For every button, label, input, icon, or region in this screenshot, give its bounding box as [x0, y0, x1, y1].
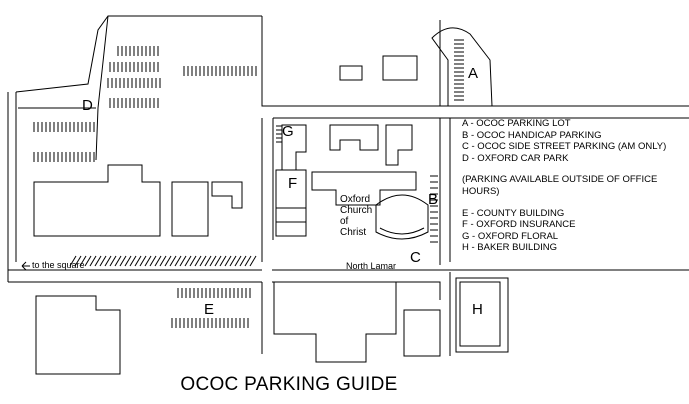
- parking-stall: [74, 255, 82, 267]
- parking-stall: [164, 255, 172, 267]
- church-dome: [375, 194, 429, 240]
- parking-stall: [124, 255, 132, 267]
- building-e-area: [35, 295, 121, 375]
- parking-stall: [189, 255, 197, 267]
- parking-stall: [109, 255, 117, 267]
- parking-stall: [104, 255, 112, 267]
- marker-g: G: [282, 123, 294, 140]
- legend-item-h: H - BAKER BUILDING: [462, 242, 558, 254]
- marker-h: H: [472, 301, 483, 318]
- parking-stall: [84, 255, 92, 267]
- parking-stall: [79, 255, 87, 267]
- street-lines: [7, 16, 689, 356]
- parking-stall: [174, 255, 182, 267]
- marker-b: B: [428, 191, 439, 208]
- church-label-line-2: Church: [340, 205, 373, 216]
- legend-note: (PARKING AVAILABLE OUTSIDE OF OFFICE HOU…: [462, 174, 658, 197]
- parking-stall: [89, 255, 97, 267]
- legend-item-c: C - OCOC SIDE STREET PARKING (AM ONLY): [462, 141, 667, 153]
- legend: A - OCOC PARKING LOT B - OCOC HANDICAP P…: [462, 118, 666, 254]
- church-block-building-2: [329, 124, 379, 151]
- church-label: Oxford Church of Christ: [340, 194, 372, 238]
- church-label-line-3: of: [340, 216, 349, 227]
- parking-stall: [69, 255, 77, 267]
- building-top-1: [382, 55, 418, 81]
- parking-stall: [184, 255, 192, 267]
- to-the-square-label: to the square: [32, 260, 85, 270]
- parking-stall: [149, 255, 157, 267]
- parking-stall: [214, 255, 222, 267]
- marker-a: A: [468, 65, 479, 82]
- building-small-left-2: [211, 181, 243, 209]
- legend-item-a: A - OCOC PARKING LOT: [462, 118, 571, 129]
- parking-stall: [249, 255, 257, 267]
- parking-stall: [94, 255, 102, 267]
- legend-item-b: B - OCOC HANDICAP PARKING: [462, 129, 602, 141]
- parking-stall: [114, 255, 122, 267]
- parking-stall: [169, 255, 177, 267]
- legend-item-d: D - OXFORD CAR PARK: [462, 152, 569, 164]
- street-label-north-lamar: North Lamar: [346, 261, 397, 271]
- parking-stall: [224, 255, 232, 267]
- parking-stall: [219, 255, 227, 267]
- legend-item-e: E - COUNTY BUILDING: [462, 207, 565, 219]
- building-bottom-right: [403, 309, 441, 357]
- church-block-building-3: [385, 124, 413, 166]
- parking-stall: [199, 255, 207, 267]
- building-f: [275, 169, 307, 237]
- parking-stall: [209, 255, 217, 267]
- parking-stall: [239, 255, 247, 267]
- parking-stall: [134, 255, 142, 267]
- parking-stall: [144, 255, 152, 267]
- marker-c: C: [410, 249, 421, 266]
- marker-d: D: [82, 97, 93, 114]
- parking-stall: [119, 255, 127, 267]
- marker-e: E: [204, 301, 215, 318]
- map-title: OCOC PARKING GUIDE: [180, 374, 398, 395]
- parking-stall: [154, 255, 162, 267]
- building-top-2: [339, 65, 363, 81]
- parking-stall: [244, 255, 252, 267]
- church-label-line-1: Oxford: [340, 194, 371, 205]
- parking-stall: [194, 255, 202, 267]
- building-bottom-mid: [273, 281, 397, 363]
- building-outline-left: [33, 164, 161, 237]
- parking-stall: [234, 255, 242, 267]
- building-h: [455, 277, 509, 353]
- church-label-line-4: Christ: [340, 227, 367, 238]
- parking-stall: [179, 255, 187, 267]
- parking-stall: [129, 255, 137, 267]
- building-small-left-1: [171, 181, 209, 237]
- parking-stall: [159, 255, 167, 267]
- parking-stall: [229, 255, 237, 267]
- parking-stall: [139, 255, 147, 267]
- legend-item-g: G - OXFORD FLORAL: [462, 230, 559, 242]
- legend-item-f: F - OXFORD INSURANCE: [462, 219, 576, 231]
- marker-f: F: [288, 175, 298, 192]
- left-arrow-icon: [21, 261, 30, 271]
- church-dome-ring: [379, 227, 425, 235]
- church-annex: [311, 171, 417, 206]
- parking-stall: [99, 255, 107, 267]
- lot-d-boundary: [15, 15, 262, 161]
- lot-a-shape: [431, 27, 493, 107]
- parking-stall: [204, 255, 212, 267]
